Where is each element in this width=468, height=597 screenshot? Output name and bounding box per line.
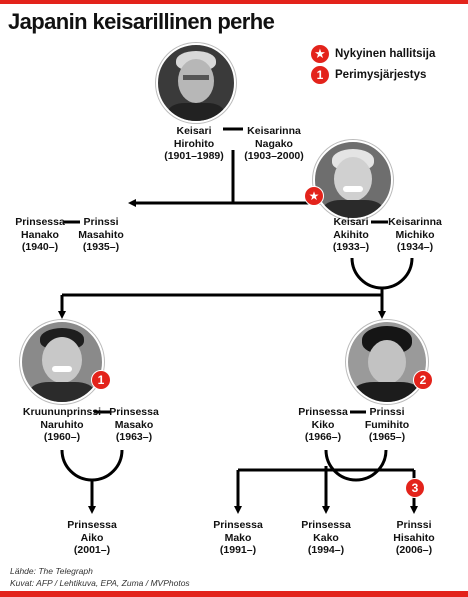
portrait-naruhito: [20, 320, 104, 404]
photo-credit: Kuvat: AFP / Lehtikuva, EPA, Zuma / MVPh…: [10, 578, 190, 588]
top-accent-bar: [0, 0, 468, 4]
portrait-hirohito: [156, 43, 236, 123]
legend-current-ruler: ★ Nykyinen hallitsija: [310, 44, 435, 64]
current-ruler-star-icon: ★: [304, 186, 324, 206]
portrait-akihito: [313, 140, 393, 220]
legend-succession: 1 Perimysjärjestys: [310, 65, 426, 85]
legend-succession-label: Perimysjärjestys: [335, 69, 427, 82]
kiko-fumihito-union: [324, 449, 388, 482]
naruhito-masako-union: [60, 449, 124, 482]
legend-current-ruler-label: Nykyinen hallitsija: [335, 48, 436, 61]
star-icon: ★: [310, 44, 330, 64]
succession-1-icon: 1: [91, 370, 111, 390]
source-credit: Lähde: The Telegraph: [10, 566, 93, 576]
succession-2-icon: 2: [413, 370, 433, 390]
page-title: Japanin keisarillinen perhe: [8, 9, 275, 34]
akihito-michiko-union: [350, 257, 414, 290]
succession-3-icon: 3: [405, 478, 425, 498]
bottom-accent-bar: [0, 591, 468, 597]
portrait-fumihito: [346, 320, 428, 404]
succession-order-icon: 1: [310, 65, 330, 85]
